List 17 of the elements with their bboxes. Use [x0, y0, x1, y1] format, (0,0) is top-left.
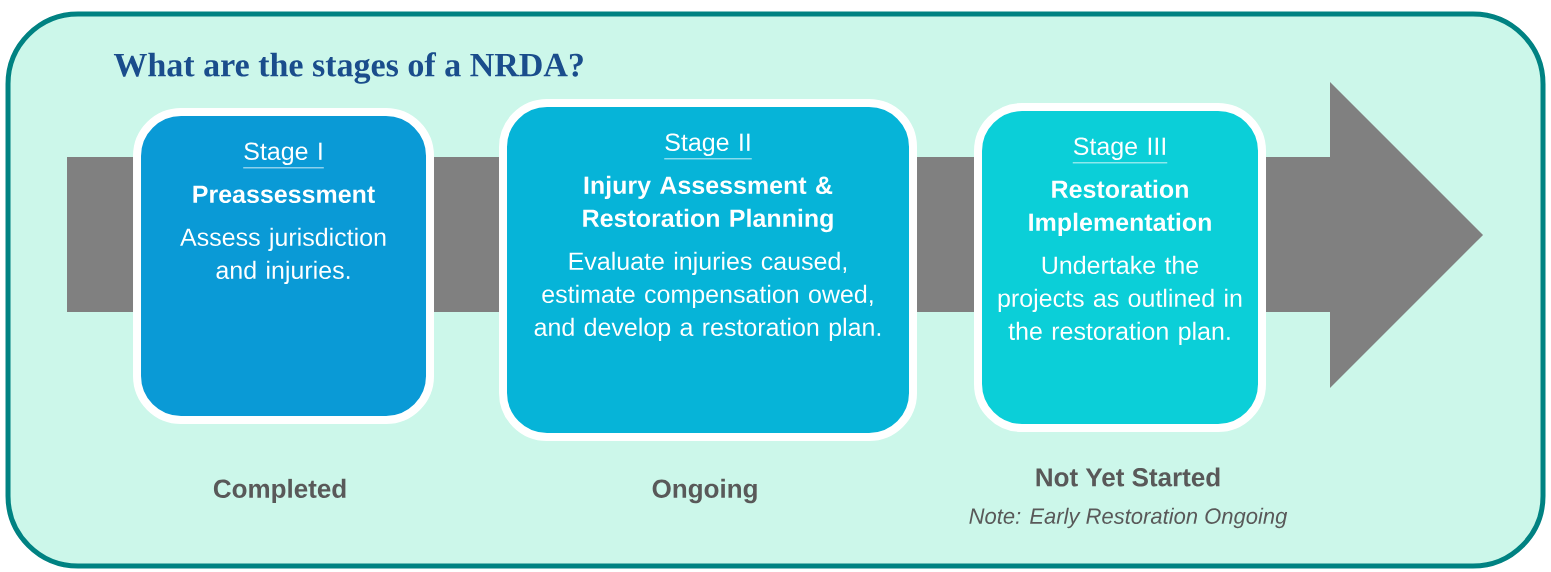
status-label: Not Yet Started: [1036, 467, 1220, 487]
status-label: Ongoing: [652, 478, 757, 504]
stage-heading: Restoration Implementation: [1029, 179, 1211, 236]
note-text: Note: Early Restoration Ongoing: [969, 507, 1288, 529]
stage-description: Undertake the projects as outlined in the restoration plan.: [998, 255, 1242, 345]
stage-description: Assess jurisdiction and injuries.: [180, 227, 386, 284]
status-label: Completed: [213, 478, 346, 504]
stage-label: Stage I: [242, 142, 325, 169]
stage-label: Stage III: [1072, 137, 1168, 164]
stage-label: Stage II: [663, 133, 753, 160]
stage-heading: Preassessment: [193, 185, 375, 204]
stage-box: [499, 99, 917, 441]
stage-box: [133, 108, 434, 424]
stage-description: Evaluate injuries caused, estimate compensation owed, and develop a restoration plan.: [534, 251, 881, 341]
title: What are the stages of a NRDA?: [113, 52, 583, 84]
stage-heading: Injury Assessment & Restoration Planning: [583, 175, 833, 233]
stage-box: [974, 103, 1266, 432]
